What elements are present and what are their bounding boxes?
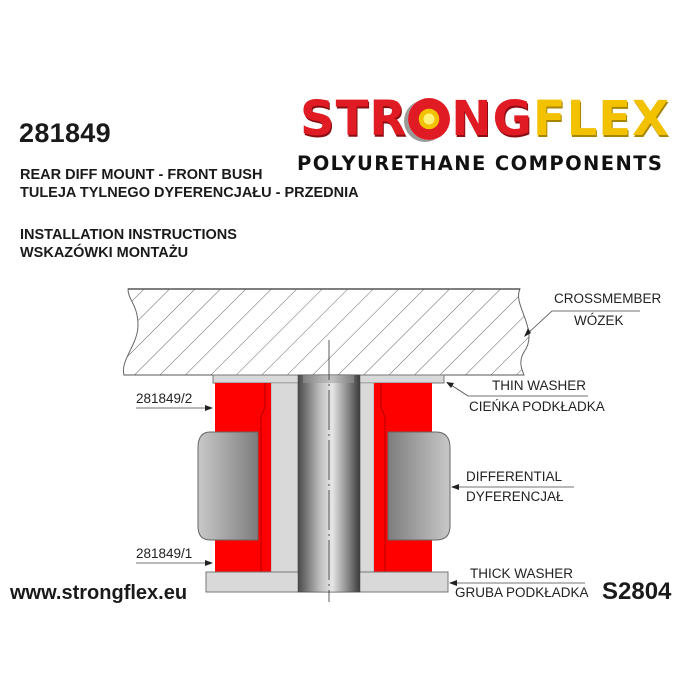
- sleeve-top: [303, 375, 354, 383]
- strongflex-logo: STR NGFLEX: [300, 93, 670, 145]
- label-part-upper: 281849/2: [136, 391, 193, 406]
- label-differential-pl: DYFERENCJAŁ: [466, 489, 564, 504]
- inner-liner-right: [359, 382, 375, 573]
- label-crossmember-en: CROSSMEMBER: [554, 291, 662, 306]
- set-code: S2804: [602, 578, 672, 605]
- logo-text-flex: FLEX: [532, 91, 671, 147]
- logo-text-str: STR: [300, 91, 408, 147]
- part-number: 281849: [19, 118, 111, 148]
- logo-tagline: POLYURETHANE COMPONENTS: [297, 152, 664, 175]
- instructions-english: INSTALLATION INSTRUCTIONS: [20, 227, 237, 243]
- logo-bushing-o-icon: [408, 98, 451, 140]
- differential-left: [197, 431, 259, 541]
- label-crossmember-pl: WÓZEK: [574, 313, 624, 328]
- label-thick-washer-en: THICK WASHER: [470, 566, 574, 581]
- arrow-heads: [205, 328, 531, 586]
- label-part-lower: 281849/1: [136, 546, 193, 561]
- website-url: www.strongflex.eu: [10, 582, 188, 604]
- label-thin-washer-en: THIN WASHER: [492, 378, 586, 393]
- label-thin-washer-pl: CIEŃKA PODKŁADKA: [469, 399, 605, 414]
- instructions-polish: WSKAZÓWKI MONTAŻU: [20, 245, 189, 261]
- logo-text-ng: NG: [451, 91, 533, 147]
- label-thick-washer-pl: GRUBA PODKŁADKA: [455, 585, 589, 600]
- inner-liner-left: [270, 382, 299, 573]
- title-english: REAR DIFF MOUNT - FRONT BUSH: [20, 167, 263, 183]
- title-polish: TULEJA TYLNEGO DYFERENCJAŁU - PRZEDNIA: [20, 185, 359, 201]
- differential-right: [387, 431, 451, 541]
- label-differential-en: DIFFERENTIAL: [466, 469, 563, 484]
- crossmember: [122, 288, 530, 376]
